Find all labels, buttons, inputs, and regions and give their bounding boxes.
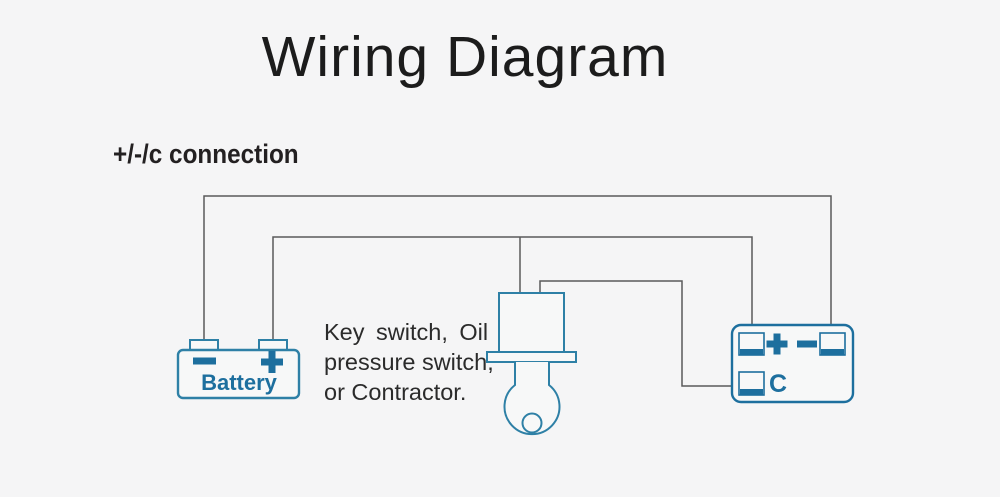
key-switch-keyhole-icon bbox=[521, 412, 543, 434]
controller-minus-icon bbox=[797, 340, 817, 348]
wire-switch-to-controller-c bbox=[539, 280, 740, 387]
key-switch-label-line1: Key switch, Oil bbox=[324, 319, 489, 345]
battery-minus-icon bbox=[193, 357, 216, 365]
controller-c-label: C bbox=[769, 370, 787, 398]
controller-terminal-plus bbox=[738, 332, 765, 356]
connection-subtitle: +/-/c connection bbox=[113, 139, 299, 169]
key-switch-flange bbox=[486, 351, 577, 363]
wire-battery-pos-to-controller-pos bbox=[272, 236, 753, 341]
battery-label: Battery bbox=[201, 370, 278, 395]
controller-terminal-c bbox=[738, 371, 765, 396]
key-switch-label: Key switch, Oil pressure switch, or Cont… bbox=[324, 317, 514, 407]
key-switch-component bbox=[486, 292, 577, 436]
key-switch-label-line3: or Contractor. bbox=[324, 379, 467, 405]
controller-component: C bbox=[730, 323, 855, 404]
key-switch-body bbox=[498, 292, 565, 353]
page-title: Wiring Diagram bbox=[261, 25, 669, 89]
battery-component: Battery bbox=[176, 339, 301, 400]
controller-terminal-minus bbox=[819, 332, 846, 356]
battery-plus-icon bbox=[261, 351, 283, 373]
controller-plus-icon bbox=[766, 333, 788, 355]
wire-battery-neg-to-controller-neg bbox=[203, 195, 832, 341]
key-switch-label-line2: pressure switch, bbox=[324, 349, 494, 375]
key-switch-bulb bbox=[503, 362, 561, 436]
